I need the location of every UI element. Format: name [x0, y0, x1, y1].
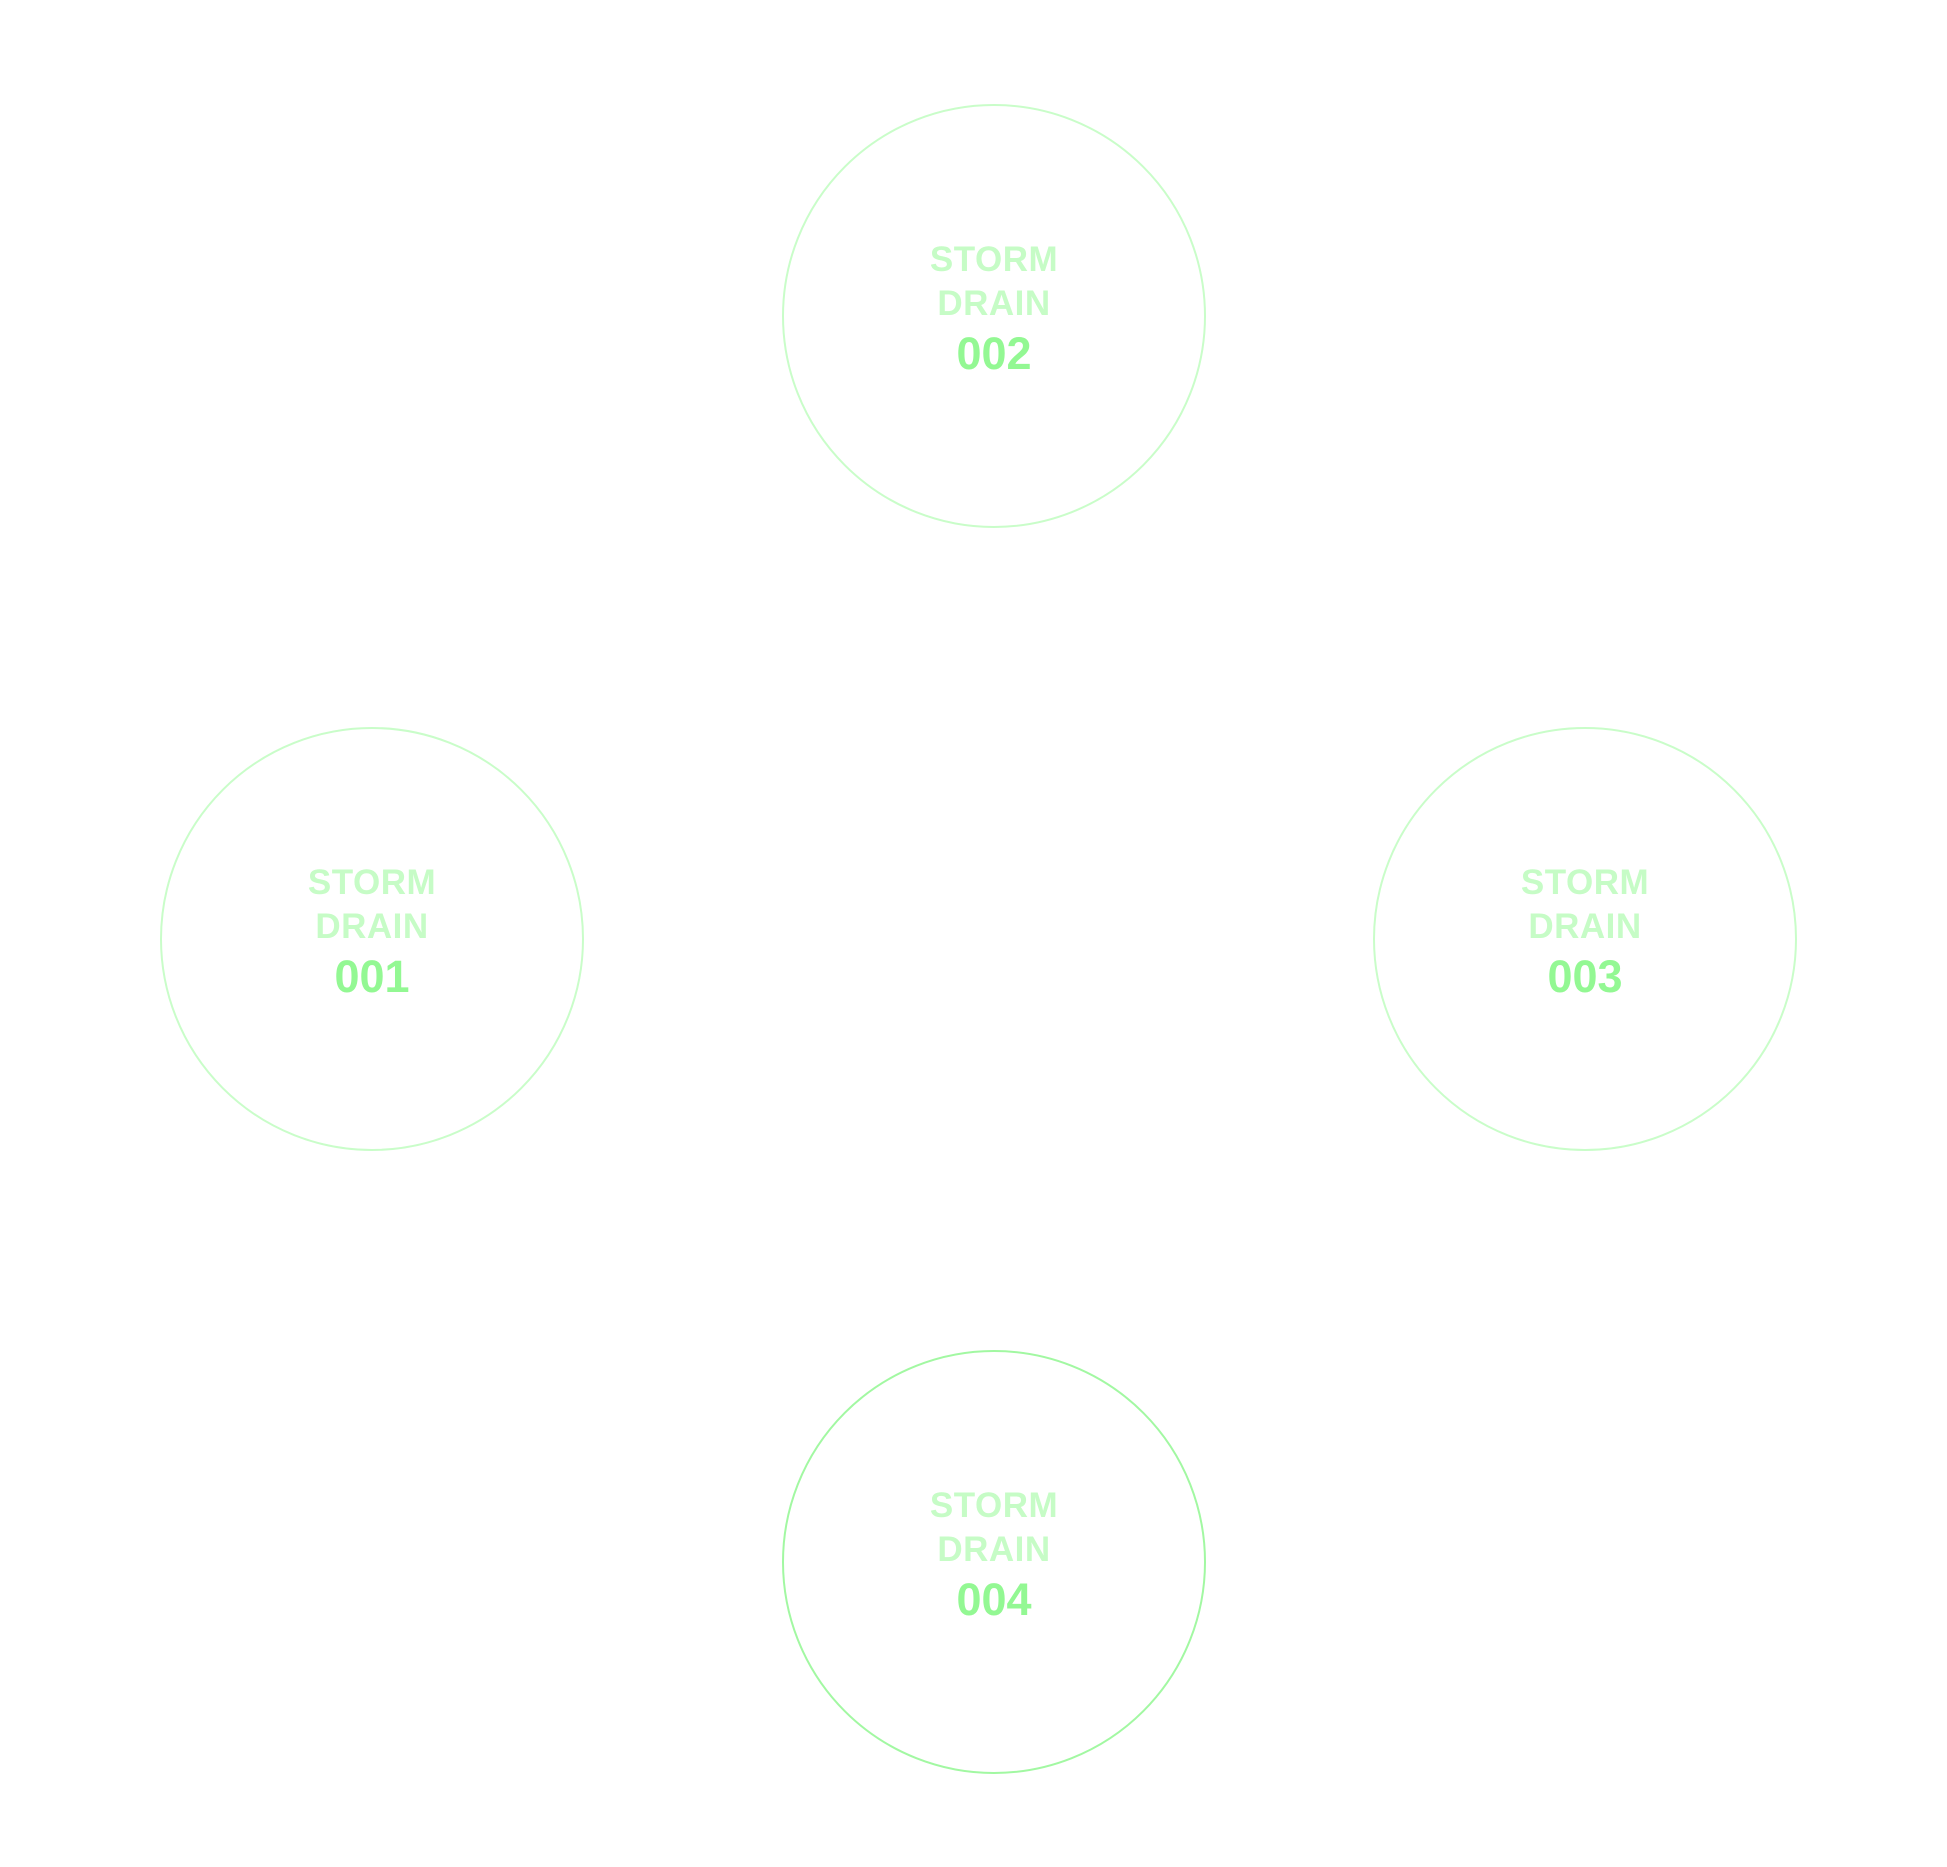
node-label: STORM DRAIN: [1520, 863, 1650, 946]
node-number: 001: [334, 951, 410, 1002]
storm-drain-node-004[interactable]: STORM DRAIN 004: [782, 1350, 1206, 1774]
node-label: STORM DRAIN: [307, 863, 437, 946]
node-label: STORM DRAIN: [929, 1486, 1059, 1569]
node-number: 003: [1547, 951, 1623, 1002]
storm-drain-node-001[interactable]: STORM DRAIN 001: [160, 727, 584, 1151]
node-number: 002: [956, 328, 1032, 379]
node-label: STORM DRAIN: [929, 240, 1059, 323]
storm-drain-node-002[interactable]: STORM DRAIN 002: [782, 104, 1206, 528]
node-number: 004: [956, 1574, 1032, 1625]
storm-drain-node-003[interactable]: STORM DRAIN 003: [1373, 727, 1797, 1151]
